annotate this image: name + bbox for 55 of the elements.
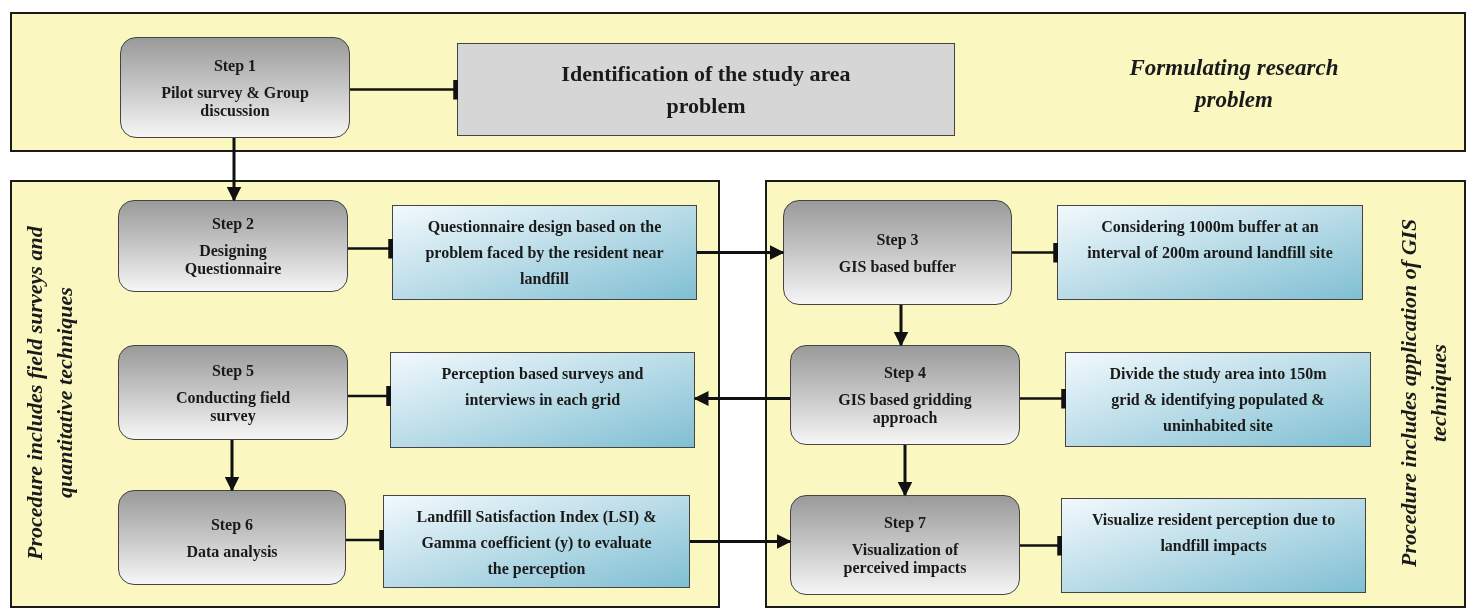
stage-heading: Procedure includes field surveys and quantitative techniques (21, 225, 78, 562)
step-box (120, 37, 350, 138)
step-box (790, 345, 1020, 445)
description-text: Considering 1000m buffer at an interval of 200m around landfill site (1086, 217, 1334, 263)
connector-line (346, 530, 385, 550)
description-box (390, 352, 695, 448)
connector-line (1020, 535, 1063, 556)
step-number: Step 1 (213, 55, 257, 76)
description-box (1057, 205, 1363, 300)
step-box (118, 345, 348, 440)
step-title: GIS based buffer (838, 257, 957, 276)
arrow (226, 138, 242, 202)
connector-line (350, 79, 459, 100)
arrow (224, 440, 240, 492)
step-box (118, 490, 346, 585)
step-title: Conducting field survey (174, 388, 292, 425)
step-title: Designing Questionnaire (183, 242, 283, 278)
step-title: Pilot survey & Group discussion (160, 83, 310, 120)
step-box (783, 200, 1012, 305)
description-text: Divide the study area into 150m grid & identifying populated & uninhabited site (1108, 364, 1328, 436)
step-number: Step 5 (211, 360, 255, 381)
description-text: Visualize resident perception due to landfill impacts (1090, 510, 1337, 557)
arrow (893, 305, 909, 347)
stage-panel (765, 180, 1466, 608)
description-box (1065, 352, 1371, 447)
connector-line (348, 386, 392, 406)
description-box (392, 205, 697, 300)
arrow (897, 445, 913, 497)
step-number: Step 6 (210, 514, 254, 535)
arrow (697, 245, 785, 260)
step-number: Step 4 (883, 363, 927, 383)
problem-text: Identification of the study area problem (560, 59, 852, 120)
stage-panel (10, 12, 1466, 152)
description-text: Perception based surveys and interviews in each grid (440, 364, 645, 411)
description-text: Questionnaire design based on the problem faced by the resident near landfill (424, 217, 665, 289)
problem-box (457, 43, 955, 136)
description-box (383, 495, 690, 588)
step-number: Step 3 (876, 229, 919, 250)
step-title: Data analysis (186, 542, 278, 561)
connector-line (1012, 242, 1059, 263)
description-text: Landfill Satisfaction Index (LSI) & Gamma coefficient (y) to evaluate the perception (415, 507, 658, 580)
description-box (1061, 498, 1366, 593)
step-title: GIS based gridding approach (837, 391, 973, 427)
stage-panel (10, 180, 720, 608)
step-title: Visualization of perceived impacts (842, 541, 968, 577)
connector-line (348, 238, 394, 259)
step-box (790, 495, 1020, 595)
stage-heading: Formulating research problem (1128, 54, 1340, 114)
stage-heading: Procedure includes application of GIS techniques (1395, 217, 1452, 570)
step-number: Step 2 (211, 214, 255, 234)
step-number: Step 7 (883, 513, 927, 533)
step-box (118, 200, 348, 292)
arrow (693, 391, 790, 406)
connector-line (1020, 388, 1067, 409)
arrow (690, 534, 792, 549)
